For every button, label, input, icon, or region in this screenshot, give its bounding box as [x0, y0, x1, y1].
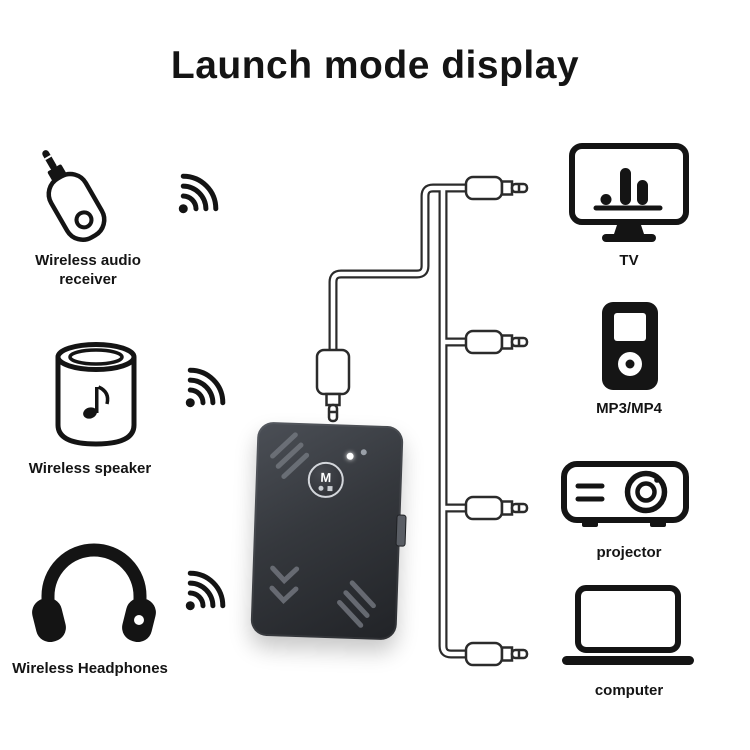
page-title: Launch mode display [170, 44, 580, 87]
label-tv: TV [619, 252, 639, 269]
speaker-icon [55, 342, 137, 447]
label-wireless-speaker: Wireless speaker [28, 460, 152, 477]
audio-cable-core [330, 185, 468, 657]
label-computer: computer [594, 682, 664, 699]
jack-plug-transmitter [315, 348, 351, 423]
wifi-signal-icon [185, 367, 226, 408]
jack-connector-projector [464, 495, 529, 521]
tv-icon [569, 143, 689, 242]
wifi-signal-icon [178, 173, 219, 214]
label-wireless-audio-receiver: Wireless audio receiver [35, 252, 141, 288]
mp3-player-icon [602, 302, 658, 390]
music-note-icon [83, 385, 110, 419]
projector-icon [561, 461, 689, 527]
wifi-signal-icon [185, 570, 226, 611]
label-projector: projector [596, 544, 662, 561]
jack-connector-mp3 [464, 329, 529, 355]
audio-receiver-icon [42, 150, 107, 242]
label-wireless-headphones: Wireless Headphones [12, 660, 168, 677]
mode-button-glyphs-icon [318, 485, 333, 491]
jack-connector-computer [464, 641, 529, 667]
laptop-icon [562, 585, 694, 665]
jack-connector-tv [464, 175, 529, 201]
label-mp3-mp4: MP3/MP4 [596, 400, 662, 417]
bluetooth-transmitter-device: M [250, 421, 407, 641]
chevron-decoration-icon [269, 432, 376, 628]
mode-button-label: M [320, 469, 332, 485]
headphones-icon [32, 543, 156, 643]
side-button [395, 514, 407, 547]
